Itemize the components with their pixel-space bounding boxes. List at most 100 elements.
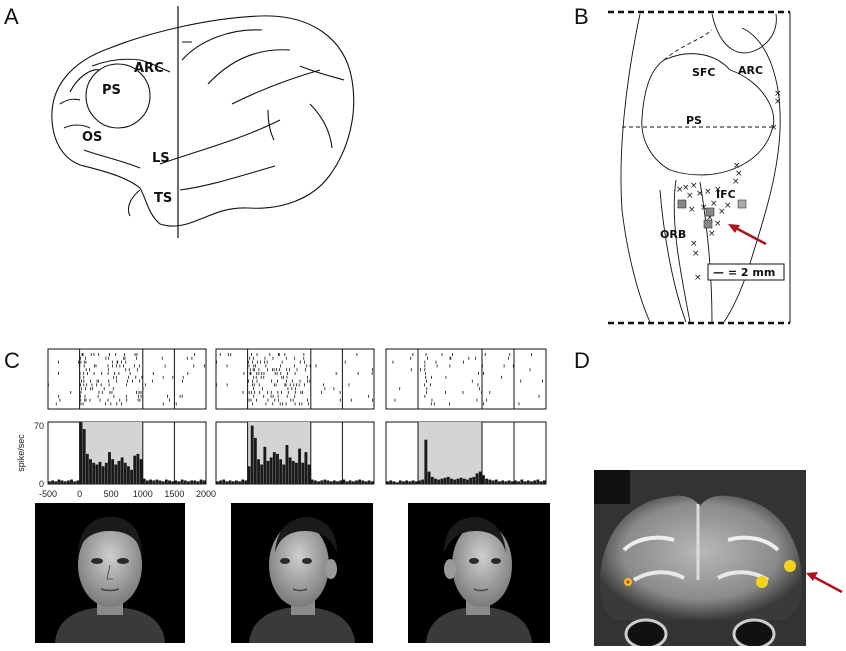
- histogram-bar: [295, 462, 298, 484]
- histogram-bar: [421, 479, 425, 484]
- x-tick-label: 500: [104, 489, 119, 499]
- histogram-bar: [456, 478, 460, 484]
- histogram-bar: [437, 479, 441, 484]
- histogram-bar: [443, 477, 447, 484]
- histogram-bar: [73, 481, 77, 484]
- x-tick-label: 2000: [196, 489, 216, 499]
- svg-text:×: ×: [690, 239, 698, 249]
- histogram-bar: [507, 480, 511, 484]
- histogram-bar: [298, 448, 302, 484]
- histogram-bar: [478, 471, 482, 484]
- histogram-bar: [164, 479, 168, 484]
- histogram-bar: [177, 481, 181, 484]
- histogram-bar: [533, 480, 537, 484]
- histogram-bar: [517, 481, 521, 484]
- histogram-bar: [231, 481, 235, 484]
- histogram-bar: [392, 481, 396, 484]
- histogram-bar: [216, 481, 219, 484]
- histogram-bar: [323, 479, 327, 484]
- histogram-bar: [351, 481, 355, 484]
- histogram-bar: [424, 439, 428, 484]
- histogram-bar: [219, 480, 223, 484]
- label-orb: ORB: [660, 228, 686, 241]
- histogram-bar: [79, 422, 83, 484]
- histogram-bar: [158, 480, 162, 484]
- face-stimulus-front: [35, 503, 185, 643]
- histogram-bar: [408, 481, 412, 484]
- histogram-bar: [161, 481, 165, 484]
- histogram-bar: [326, 480, 330, 484]
- svg-text:×: ×: [700, 203, 708, 213]
- svg-text:×: ×: [724, 201, 732, 211]
- histogram-bar: [501, 480, 505, 484]
- histogram-bar: [133, 455, 137, 484]
- histogram-bar: [523, 481, 527, 484]
- histogram-bar: [253, 437, 257, 484]
- scale-bar-label: — = 2 mm: [713, 266, 775, 279]
- svg-text:×: ×: [710, 199, 718, 209]
- svg-text:×: ×: [682, 183, 690, 193]
- histogram-bar: [196, 481, 200, 484]
- histogram-bar: [332, 480, 336, 484]
- histogram-bar: [398, 480, 402, 484]
- y-axis-label: spike/sec: [16, 434, 26, 472]
- raster-box-2: [215, 348, 375, 410]
- histogram-bar: [405, 480, 409, 484]
- stimulus-shading-3: [418, 422, 482, 484]
- svg-text:×: ×: [733, 161, 741, 171]
- stimulus-shading-1: [79, 422, 143, 484]
- histogram-bar: [183, 480, 187, 484]
- svg-text:×: ×: [686, 191, 694, 201]
- histogram-bar: [190, 480, 194, 484]
- histogram-bar: [123, 462, 127, 484]
- histogram-bar: [430, 476, 434, 484]
- histogram-bar: [51, 480, 55, 484]
- histogram-bar: [92, 462, 96, 484]
- histogram-bar: [60, 480, 64, 484]
- svg-text:×: ×: [708, 229, 716, 239]
- histogram-bar: [152, 480, 156, 484]
- histogram-bar: [355, 480, 358, 484]
- histogram-bar: [272, 452, 276, 484]
- histogram-bar: [48, 481, 51, 484]
- svg-text:×: ×: [706, 213, 714, 223]
- histogram-bar: [440, 478, 444, 484]
- svg-text:×: ×: [676, 201, 684, 211]
- histogram-bar: [450, 478, 453, 484]
- raster-box-1: [47, 348, 207, 410]
- histogram-bar: [149, 479, 152, 484]
- histogram-bar: [202, 480, 206, 484]
- histogram-bar: [348, 480, 352, 484]
- histogram-bar: [520, 479, 524, 484]
- histogram-bar: [386, 481, 389, 484]
- histogram-bar: [98, 461, 102, 484]
- histogram-bar: [446, 476, 450, 484]
- histogram-bar: [291, 460, 295, 484]
- histogram-bar: [263, 446, 267, 484]
- histogram-bar: [222, 479, 226, 484]
- histogram-bar: [241, 479, 245, 484]
- svg-text:×: ×: [714, 185, 722, 195]
- histogram-bar: [228, 480, 232, 484]
- mri-coronal-slice: [594, 470, 806, 650]
- histogram-bar: [101, 466, 105, 484]
- histogram-bar: [63, 481, 67, 484]
- histogram-bar: [193, 480, 197, 484]
- brain-outline: [51, 15, 355, 227]
- histogram-bar: [504, 481, 508, 484]
- histogram-bar: [418, 480, 421, 484]
- histogram-bar: [199, 479, 203, 484]
- label-ts: TS: [154, 191, 172, 206]
- histogram-bar: [358, 479, 362, 484]
- svg-text:×: ×: [774, 89, 782, 99]
- histogram-bar: [313, 480, 317, 484]
- histogram-bar: [361, 480, 365, 484]
- histogram-bar: [82, 429, 86, 484]
- histogram-bar: [453, 479, 457, 484]
- svg-text:×: ×: [696, 189, 704, 199]
- histogram-bar: [85, 453, 89, 484]
- svg-text:×: ×: [714, 219, 722, 229]
- histogram-bar: [174, 480, 178, 484]
- histogram-bar: [301, 462, 305, 484]
- histogram-bar: [488, 479, 492, 484]
